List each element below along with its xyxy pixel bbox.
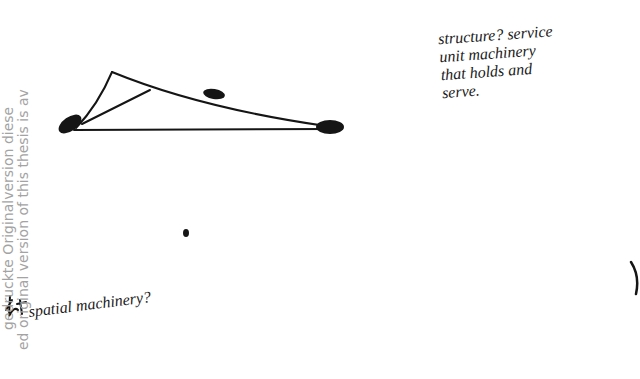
blob-marks [55, 87, 344, 237]
ink-blob [202, 87, 225, 101]
ink-blob [55, 111, 84, 137]
triangle-sketch [74, 72, 330, 130]
ink-dot [183, 229, 189, 237]
ink-blob [316, 120, 344, 134]
watermark-text: ed original version of this thesis is av [16, 89, 31, 350]
handwritten-note: structure? service unit machinery that h… [438, 22, 565, 102]
handwritten-note: spatial machinery? [28, 281, 209, 321]
sketch-line [82, 90, 150, 124]
watermark-text: gedruckte Originalversion diese [1, 107, 16, 330]
sketch-line [112, 72, 326, 126]
sketch-line [74, 129, 330, 130]
sketch-line [76, 72, 112, 128]
edge-stroke [631, 262, 637, 294]
